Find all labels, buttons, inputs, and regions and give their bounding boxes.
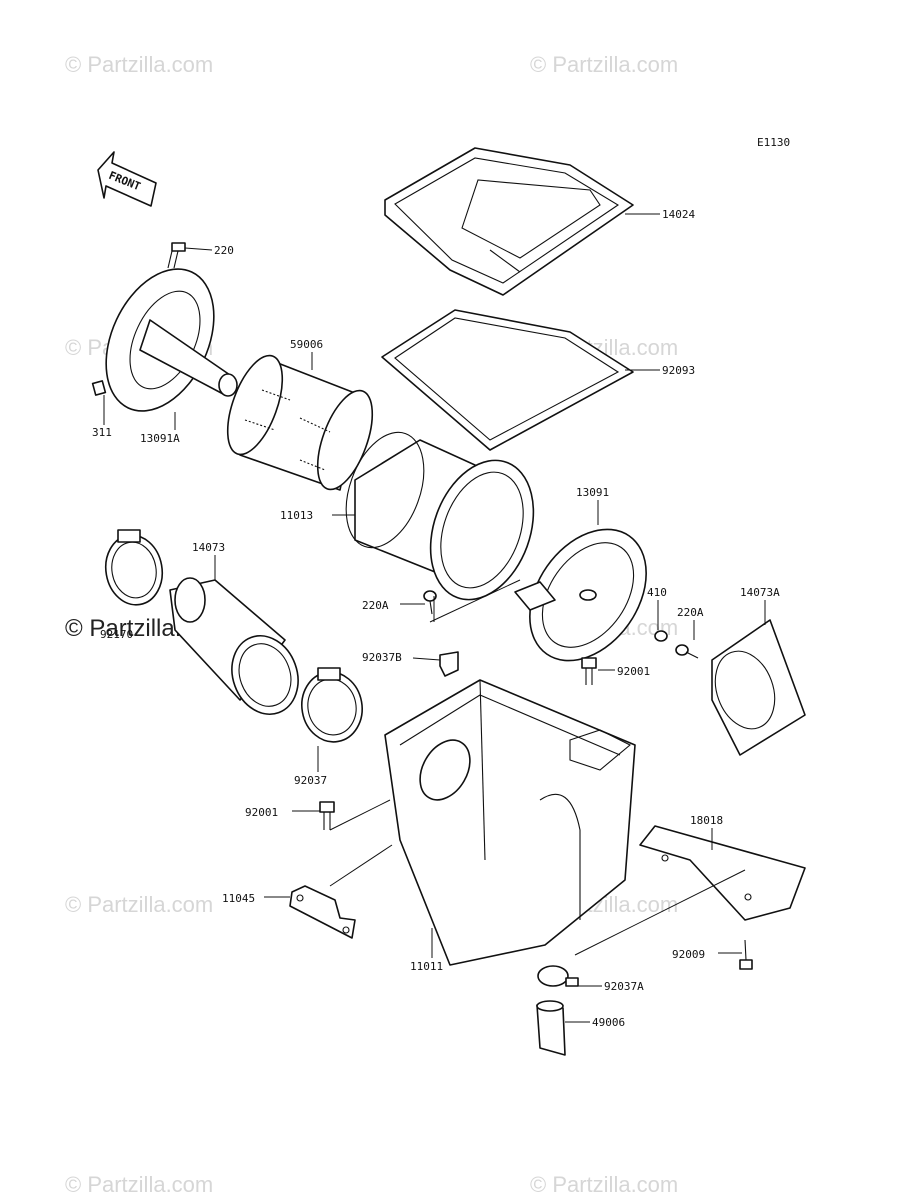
callout-18018: 18018 bbox=[690, 814, 723, 827]
callout-220: 220 bbox=[214, 244, 234, 257]
part-13091-cover bbox=[514, 528, 647, 662]
callout-11013: 11013 bbox=[280, 509, 313, 522]
callout-14073: 14073 bbox=[192, 541, 225, 554]
part-220A-left-screw bbox=[423, 590, 437, 615]
part-11013-filter bbox=[345, 431, 535, 601]
callout-92009: 92009 bbox=[672, 948, 705, 961]
callout-49006: 49006 bbox=[592, 1016, 625, 1029]
callout-92001-left: 92001 bbox=[245, 806, 278, 819]
part-220-bolt bbox=[167, 242, 186, 269]
part-14073-duct bbox=[169, 577, 299, 715]
part-14024-cap bbox=[384, 147, 634, 296]
callout-220A-left: 220A bbox=[362, 599, 389, 612]
callout-11045: 11045 bbox=[222, 892, 255, 905]
part-11045-bracket bbox=[289, 885, 356, 939]
callout-410: 410 bbox=[647, 586, 667, 599]
part-11011-case bbox=[384, 679, 636, 966]
callout-14073A: 14073A bbox=[740, 586, 780, 599]
watermark: © Partzilla.com bbox=[530, 1172, 678, 1197]
part-18018-guard bbox=[639, 825, 806, 921]
part-92037A-clamp bbox=[537, 965, 579, 987]
part-311-pin bbox=[91, 380, 107, 396]
part-49006-plug bbox=[536, 1000, 566, 1056]
leader-lines bbox=[103, 213, 766, 1023]
callout-92037B: 92037B bbox=[362, 651, 402, 664]
callout-92170: 92170 bbox=[100, 628, 133, 641]
callout-92093: 92093 bbox=[662, 364, 695, 377]
part-92009-bolt bbox=[739, 939, 753, 970]
callout-92037A: 92037A bbox=[604, 980, 644, 993]
callout-14024: 14024 bbox=[662, 208, 695, 221]
callout-13091A: 13091A bbox=[140, 432, 180, 445]
part-92037B-clip bbox=[439, 651, 459, 677]
part-92093-gasket bbox=[381, 309, 634, 451]
part-92001-left-bolt bbox=[319, 801, 335, 830]
figure-code: E1130 bbox=[757, 136, 790, 149]
callout-59006: 59006 bbox=[290, 338, 323, 351]
part-92001-top-bolt bbox=[581, 657, 597, 685]
part-92170-clamp bbox=[104, 529, 164, 606]
callout-311: 311 bbox=[92, 426, 112, 439]
callout-11011: 11011 bbox=[410, 960, 443, 973]
callout-220A-right: 220A bbox=[677, 606, 704, 619]
part-220A-right-screw bbox=[675, 644, 699, 659]
watermark: © Partzilla.com bbox=[65, 892, 213, 917]
watermark: © Partzilla.com bbox=[530, 52, 678, 77]
callout-labels: 14024 220 59006 92093 311 13091A 11013 1… bbox=[92, 208, 780, 1029]
part-410-nut bbox=[654, 630, 668, 642]
callout-13091: 13091 bbox=[576, 486, 609, 499]
callout-92001-top: 92001 bbox=[617, 665, 650, 678]
part-14073A-duct bbox=[711, 619, 806, 756]
callout-92037: 92037 bbox=[294, 774, 327, 787]
front-arrow-icon: FRONT bbox=[97, 151, 157, 207]
watermark: © Partzilla.com bbox=[65, 1172, 213, 1197]
part-92037-clamp bbox=[301, 667, 363, 743]
part-59006-element bbox=[226, 354, 374, 491]
watermark: © Partzilla.com bbox=[65, 52, 213, 77]
part-13091A-cover bbox=[105, 268, 238, 412]
